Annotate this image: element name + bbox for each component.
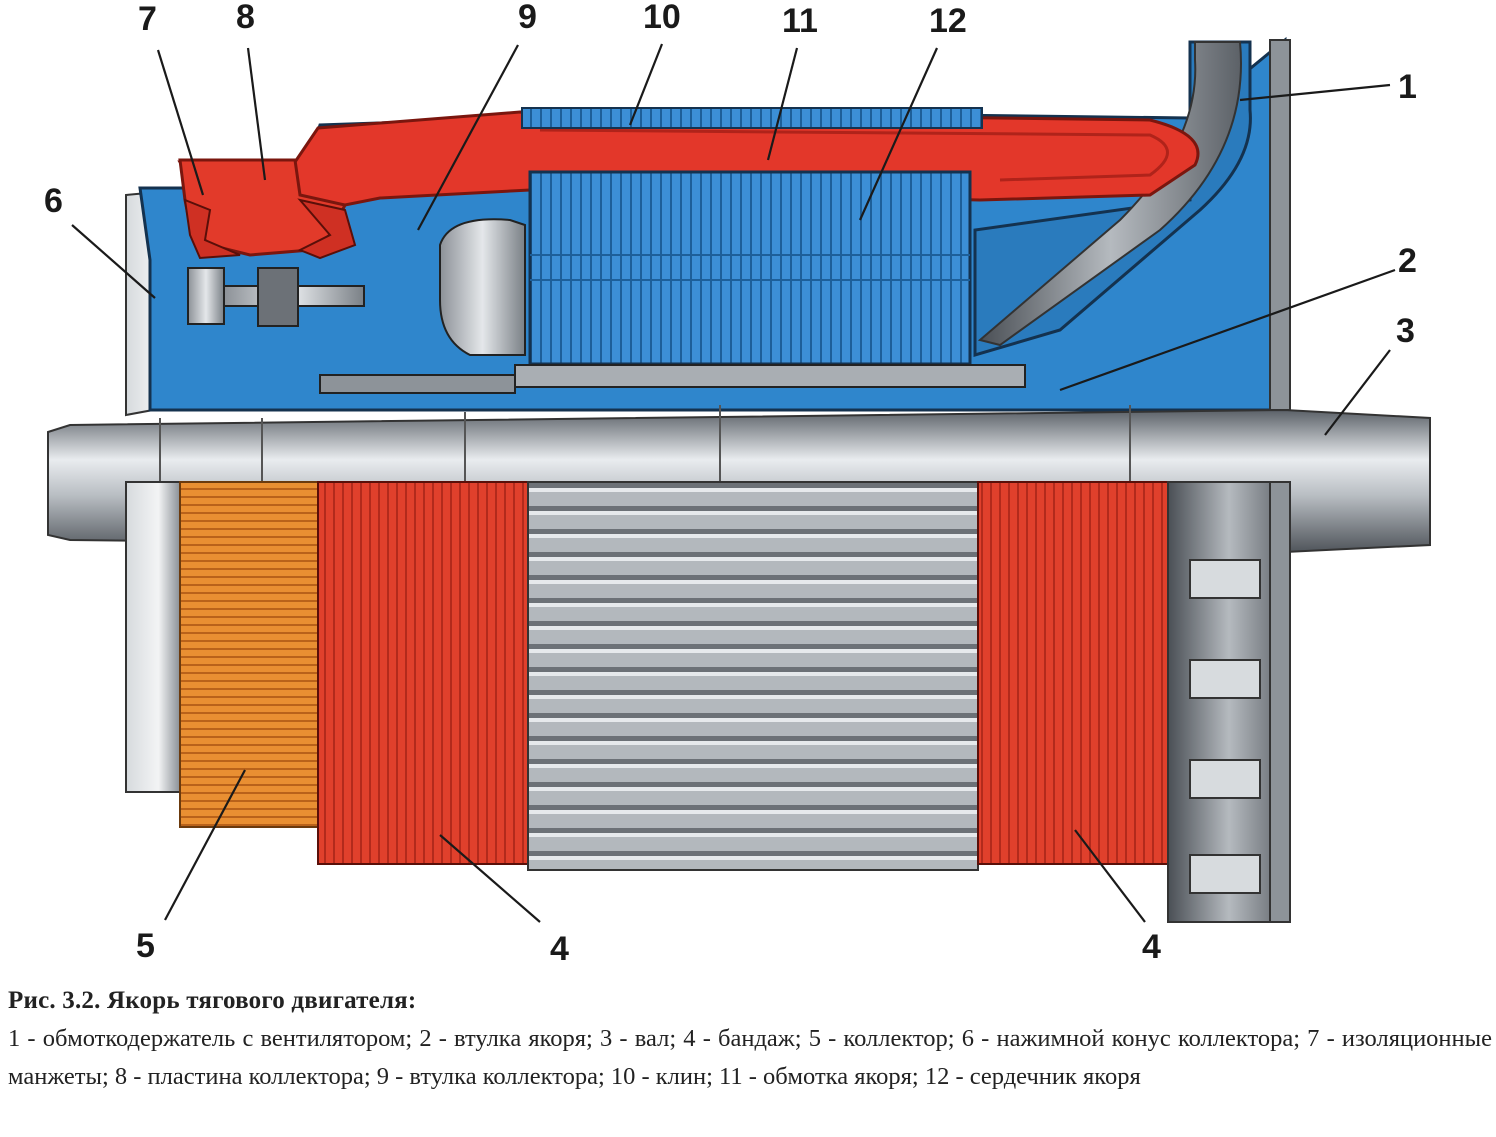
bolt-head <box>187 267 225 325</box>
bandage-left <box>317 481 529 865</box>
fan-blade <box>1189 759 1261 799</box>
callout-1: 1 <box>1398 68 1417 106</box>
callout-6: 6 <box>44 182 63 220</box>
callout-4-left: 4 <box>550 930 569 968</box>
caption-title: Рис. 3.2. Якорь тягового двигателя: <box>8 987 417 1014</box>
fan-duct <box>977 41 1242 347</box>
insulating-cuff-left <box>183 198 241 260</box>
callout-9: 9 <box>518 0 537 36</box>
callout-2: 2 <box>1398 242 1417 280</box>
figure-caption: Рис. 3.2. Якорь тягового двигателя: 1 - … <box>8 984 1492 1096</box>
collector <box>179 481 321 828</box>
leader-lines <box>71 43 1396 923</box>
core-exterior <box>527 481 979 871</box>
callout-11: 11 <box>782 2 818 40</box>
armature-diagram: 1 2 3 4 4 5 6 7 8 9 10 11 12 <box>44 0 1431 968</box>
armature-core <box>528 170 972 366</box>
caption-legend: 1 - обмоткодержатель с вентилятором; 2 -… <box>8 1025 1492 1090</box>
callout-10: 10 <box>643 0 681 36</box>
winding-loop <box>539 128 1169 182</box>
callout-5: 5 <box>136 927 155 965</box>
insulating-cuff-right <box>297 198 357 260</box>
callout-8: 8 <box>236 0 255 36</box>
callout-12: 12 <box>929 2 967 40</box>
wedge <box>521 107 983 129</box>
pressure-cone-exterior <box>125 481 181 793</box>
fan-end-plate-lower <box>1269 481 1291 923</box>
fan-blade <box>1189 559 1261 599</box>
callout-3: 3 <box>1396 312 1415 350</box>
winding-holder-fan <box>973 40 1252 358</box>
fan-blade <box>1189 854 1261 894</box>
callout-7: 7 <box>138 0 157 38</box>
collector-hub <box>439 218 526 356</box>
sleeve-rib <box>319 374 516 394</box>
callout-4-right: 4 <box>1142 928 1161 966</box>
nut <box>257 267 299 327</box>
armature-sleeve <box>514 364 1026 388</box>
fan-blade <box>1189 659 1261 699</box>
bandage-right <box>977 481 1169 865</box>
